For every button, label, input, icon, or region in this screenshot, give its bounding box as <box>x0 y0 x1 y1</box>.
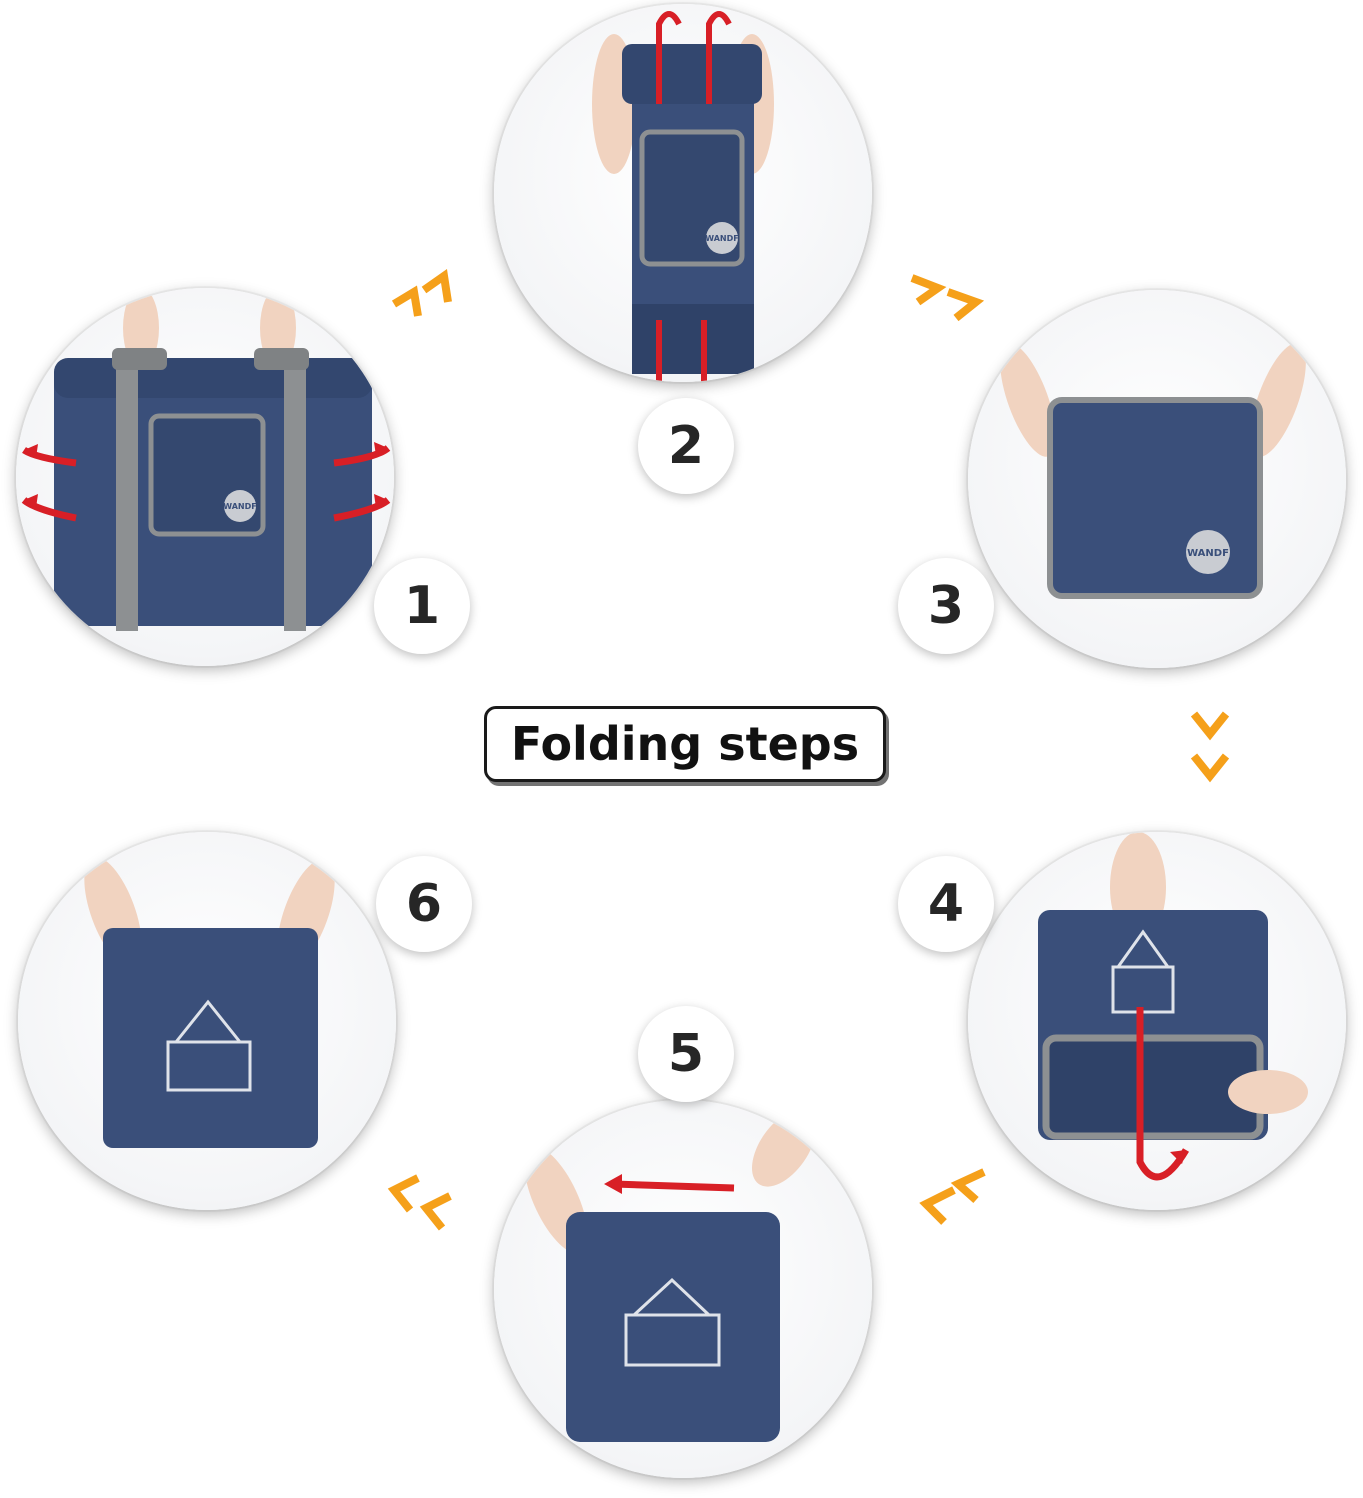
step-6-photo <box>18 832 396 1210</box>
step-2-number: 2 <box>667 416 705 476</box>
step-5-number: 5 <box>667 1024 705 1084</box>
step-1-number: 1 <box>403 576 441 636</box>
step-3-number: 3 <box>927 576 965 636</box>
arrow-step1-to-step2-icon <box>386 262 464 332</box>
step-1-photo: WANDF <box>16 288 394 666</box>
step-4-badge: 4 <box>898 856 994 952</box>
pouch-fold-image <box>1038 832 1308 1181</box>
arrow-step2-to-step3-icon <box>906 266 990 328</box>
page-title: Folding steps <box>484 706 886 782</box>
step-4-photo <box>968 832 1346 1210</box>
square-fold-image: WANDF <box>1000 343 1306 599</box>
step-6-number: 6 <box>405 874 443 934</box>
vertical-fold-image: WANDF <box>592 11 774 382</box>
arrow-step4-to-step5-icon <box>910 1166 994 1232</box>
step-2-photo: WANDF <box>494 4 872 382</box>
step-1-badge: 1 <box>374 558 470 654</box>
step-4-number: 4 <box>927 874 965 934</box>
step-3-badge: 3 <box>898 558 994 654</box>
step-5-badge: 5 <box>638 1006 734 1102</box>
arrow-step5-to-step6-icon <box>384 1170 468 1240</box>
bag-logo-3: WANDF <box>1187 548 1229 559</box>
open-duffel-bag-image: WANDF <box>21 288 391 631</box>
zip-pouch-image <box>524 1109 816 1442</box>
arrow-step3-to-step4-icon <box>1188 706 1232 790</box>
bag-logo-1: WANDF <box>223 502 256 511</box>
folded-pouch-image <box>84 856 335 1148</box>
step-6-badge: 6 <box>376 856 472 952</box>
step-5-photo <box>494 1100 872 1478</box>
bag-logo-2: WANDF <box>705 234 738 243</box>
step-2-badge: 2 <box>638 398 734 494</box>
step-3-photo: WANDF <box>968 290 1346 668</box>
